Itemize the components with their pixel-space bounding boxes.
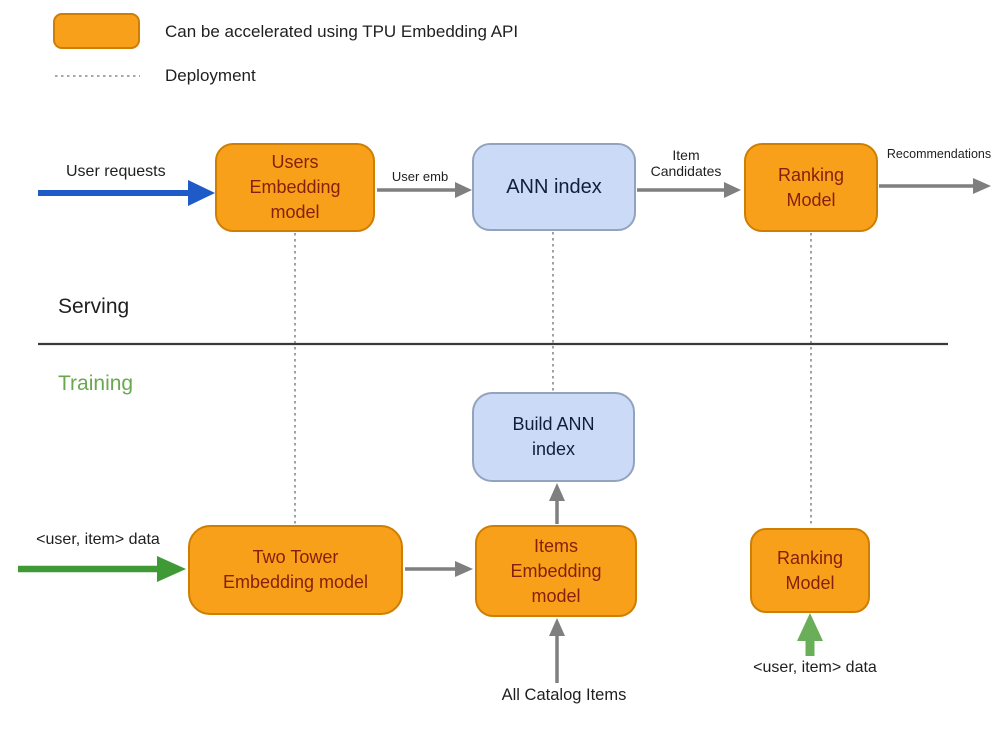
items-to-build-ann-arrow	[549, 483, 565, 524]
user-item-data-left-label: <user, item> data	[36, 531, 160, 548]
legend-tpu-swatch	[53, 13, 140, 49]
user-emb-arrow	[377, 182, 472, 198]
recommendations-arrow	[879, 178, 991, 194]
user-requests-label: User requests	[66, 163, 166, 180]
serving-section-label: Serving	[58, 295, 130, 318]
all-catalog-items-label: All Catalog Items	[501, 686, 627, 704]
ranking-model-serving-node: Ranking Model	[744, 143, 878, 232]
item-candidates-arrow	[637, 182, 741, 198]
user-item-data-left-arrow	[18, 556, 186, 582]
users-embedding-model-node: Users Embedding model	[215, 143, 375, 232]
user-requests-arrow	[38, 180, 215, 206]
ranking-model-training-node: Ranking Model	[750, 528, 870, 613]
two-tower-to-items-arrow	[405, 561, 473, 577]
user-item-data-right-arrow	[797, 613, 823, 656]
legend-deployment-dotted-icon	[55, 75, 140, 77]
training-section-label: Training	[58, 372, 134, 395]
legend-tpu-label: Can be accelerated using TPU Embedding A…	[165, 22, 519, 41]
item-candidates-label: Item Candidates	[650, 147, 722, 179]
legend-deployment-label: Deployment	[165, 66, 256, 85]
recommendations-label: Recommendations	[886, 147, 992, 161]
user-item-data-right-label: <user, item> data	[753, 659, 877, 676]
items-embedding-model-node: Items Embedding model	[475, 525, 637, 617]
ann-index-node: ANN index	[472, 143, 636, 231]
all-catalog-items-arrow	[549, 618, 565, 683]
build-ann-index-node: Build ANN index	[472, 392, 635, 482]
user-emb-label: User emb	[391, 169, 449, 184]
two-tower-embedding-model-node: Two Tower Embedding model	[188, 525, 403, 615]
